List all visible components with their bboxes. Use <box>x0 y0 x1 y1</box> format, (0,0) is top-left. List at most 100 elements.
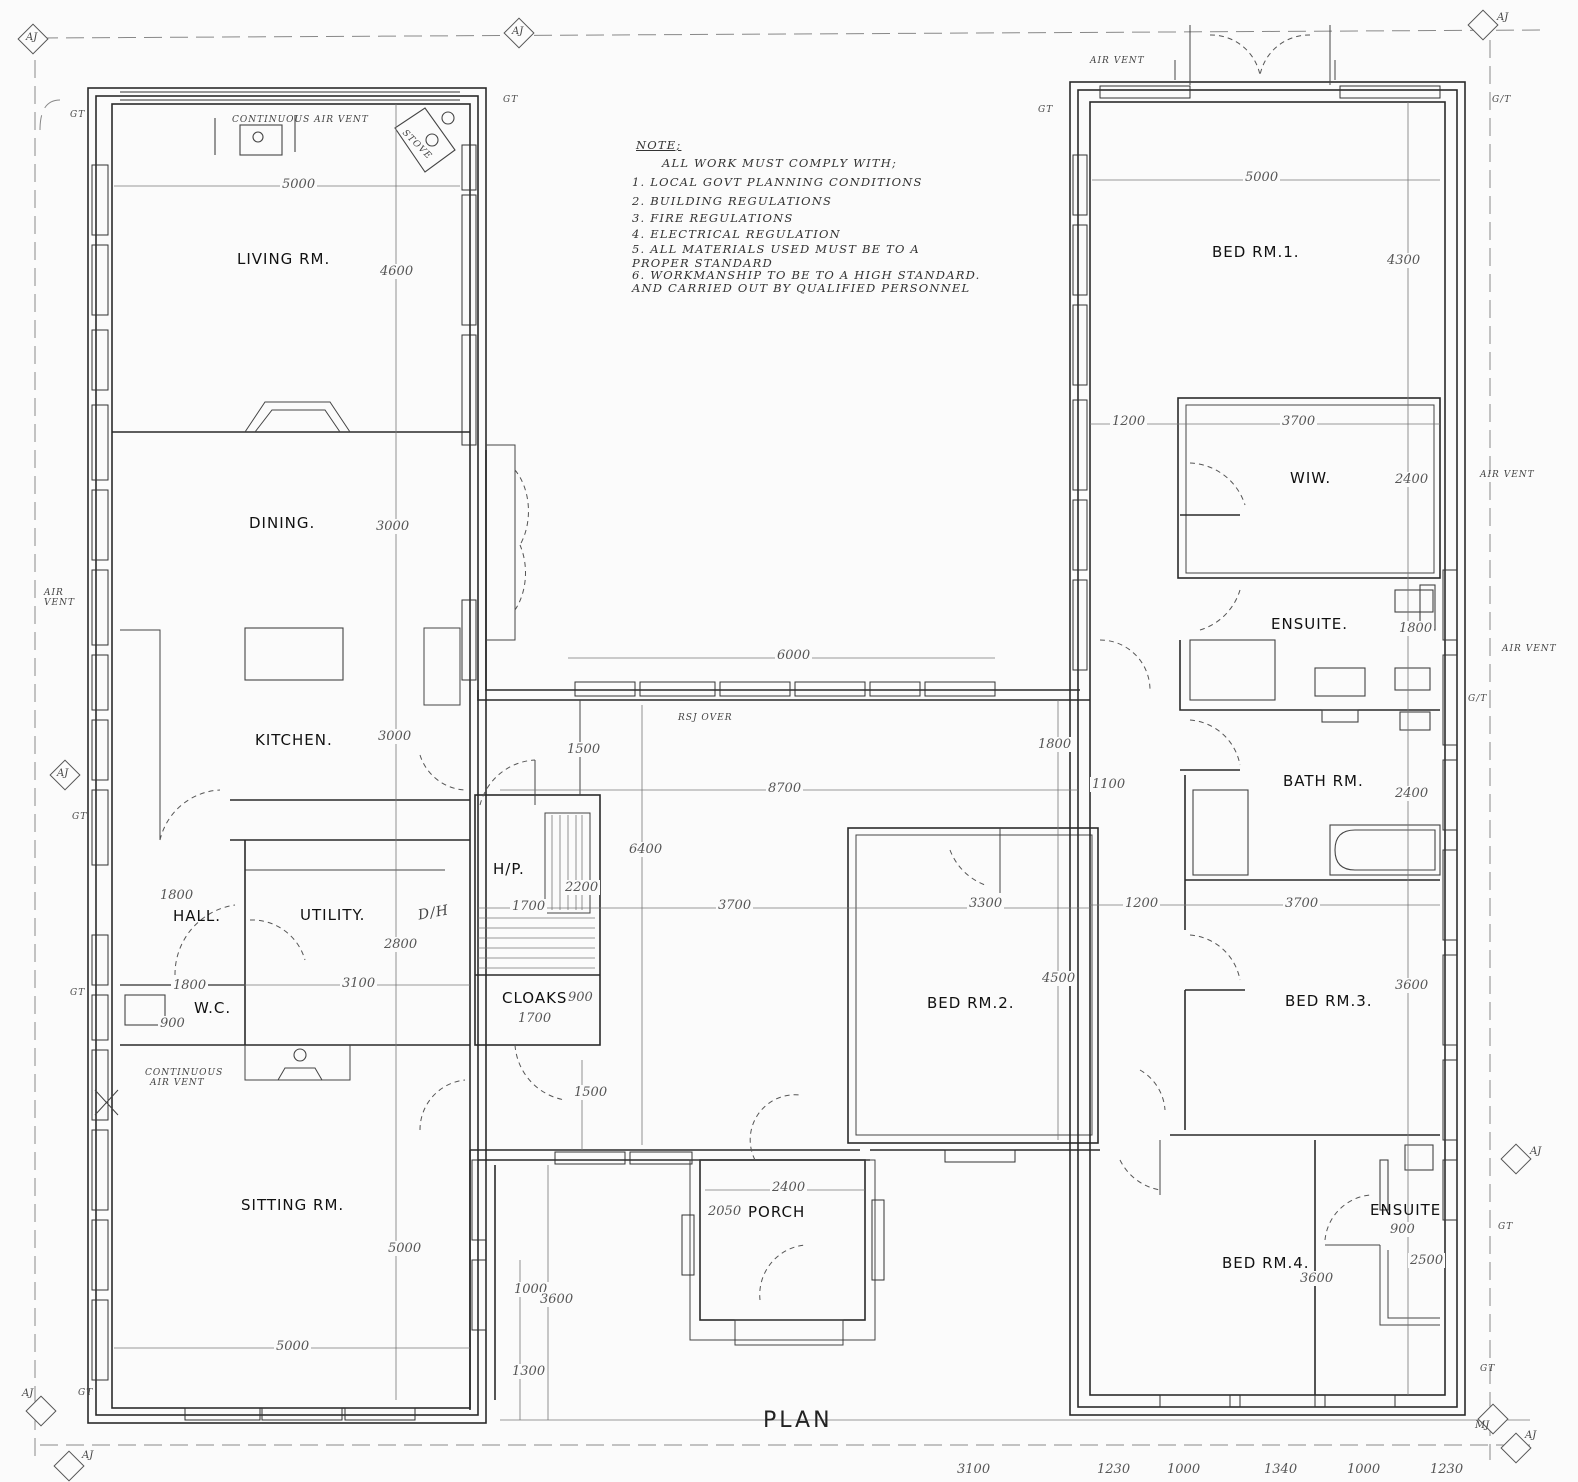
aj-label-top-center: AJ <box>512 26 524 37</box>
gt-label-top-center: GT <box>503 95 519 105</box>
room-label-bed1: BED RM.1. <box>1212 243 1300 261</box>
left-wing-walls <box>87 87 487 1424</box>
dim-bed3-width: 3700 <box>1283 896 1321 911</box>
dim-cloaks-width: 1700 <box>516 1011 554 1026</box>
dim-cloaks-depth: 900 <box>566 990 595 1005</box>
dim-sitting-height: 5000 <box>386 1241 424 1256</box>
note-item-4: 4. ELECTRICAL REGULATION <box>632 227 841 241</box>
dim-sitting-width: 5000 <box>274 1339 312 1354</box>
room-label-bath: BATH RM. <box>1283 772 1364 790</box>
dim-corridor-1800: 1800 <box>1036 737 1074 752</box>
dim-wiw-width: 3700 <box>1280 414 1318 429</box>
notes-intro: ALL WORK MUST COMPLY WITH; <box>662 156 898 170</box>
gt-label-bottom-left: GT <box>78 1388 94 1398</box>
room-label-dining: DINING. <box>249 514 316 532</box>
dim-bed1-height: 4300 <box>1385 253 1423 268</box>
annotation-continuous-vent-top: CONTINUOUS AIR VENT <box>232 115 369 125</box>
room-label-hall: HALL. <box>173 907 222 925</box>
room-label-sitting: SITTING RM. <box>241 1196 345 1214</box>
mj-label-bottom-right: MJ <box>1475 1420 1490 1431</box>
gt-label-top-left: GT <box>70 110 86 120</box>
room-label-bed3: BED RM.3. <box>1285 992 1373 1010</box>
note-item-2: 2. BUILDING REGULATIONS <box>632 194 833 208</box>
dim-bottom-left: 3100 <box>955 1462 993 1477</box>
dim-dining-height: 3000 <box>374 519 412 534</box>
dim-wiw-height: 2400 <box>1393 472 1431 487</box>
gt-label-top-right: GT <box>1038 105 1054 115</box>
annotation-air-vent-right-2: AIR VENT <box>1502 644 1557 654</box>
dim-hall-main-height: 6400 <box>627 842 665 857</box>
dim-courtyard-width: 6000 <box>775 648 813 663</box>
dimension-lines <box>114 102 1530 1421</box>
room-label-bed2: BED RM.2. <box>927 994 1015 1012</box>
dim-bath-height: 2400 <box>1393 786 1431 801</box>
notes-heading: NOTE; <box>636 138 682 152</box>
dim-utility-width: 3100 <box>340 976 378 991</box>
dim-corridor-1200-mid: 1200 <box>1123 896 1161 911</box>
dim-bottom-2: 1000 <box>1165 1462 1203 1477</box>
room-label-ensuite2: ENSUITE <box>1370 1201 1442 1219</box>
note-item-1: 1. LOCAL GOVT PLANNING CONDITIONS <box>632 175 923 189</box>
room-label-cloaks: CLOAKS. <box>502 989 574 1007</box>
room-label-bed4: BED RM.4. <box>1222 1254 1310 1272</box>
annotation-continuous-vent-bottom-1: CONTINUOUS <box>145 1068 224 1078</box>
annotation-continuous-vent-bottom-2: AIR VENT <box>150 1078 205 1088</box>
aj-label-right-low: AJ <box>1530 1146 1542 1157</box>
gt-label-right-bottom: GT <box>1480 1364 1496 1374</box>
dim-wc-width: 1800 <box>171 978 209 993</box>
dim-living-width: 5000 <box>280 177 318 192</box>
room-label-porch: PORCH <box>748 1203 806 1221</box>
dim-bed2-height: 4500 <box>1040 971 1078 986</box>
dim-hall-main-width: 8700 <box>766 781 804 796</box>
dim-stair-height: 2200 <box>563 880 601 895</box>
dim-wc-depth: 900 <box>158 1016 187 1031</box>
dim-ensuite2-height: 2500 <box>1408 1253 1446 1268</box>
note-item-5-cont: PROPER STANDARD <box>632 256 773 270</box>
dim-bed1-width: 5000 <box>1243 170 1281 185</box>
dim-ensuite1-height: 1800 <box>1397 621 1435 636</box>
room-label-ensuite1: ENSUITE. <box>1271 615 1349 633</box>
gt-label-left-mid: GT <box>72 812 88 822</box>
aj-label-bottom-left: AJ <box>22 1388 34 1399</box>
dim-bottom-5: 1230 <box>1428 1462 1466 1477</box>
annotation-rsj-over: RSJ OVER <box>678 713 733 723</box>
dim-corridor-1200-top: 1200 <box>1110 414 1148 429</box>
room-label-wc: W.C. <box>194 999 232 1017</box>
note-item-5: 5. ALL MATERIALS USED MUST BE TO A <box>632 242 920 256</box>
right-wing-walls <box>1069 25 1466 1416</box>
aj-label-left-mid: AJ <box>57 768 69 779</box>
dim-stair-top: 1500 <box>565 742 603 757</box>
corridor-doors <box>1099 639 1166 1111</box>
dim-bottom-4: 1000 <box>1345 1462 1383 1477</box>
gt-label-right-mid: G/T <box>1468 694 1488 704</box>
annotation-air-vent-left: AIR VENT <box>44 588 75 608</box>
aj-label-bottom-left-2: AJ <box>82 1450 94 1461</box>
room-label-hp: H/P. <box>493 860 525 878</box>
aj-label-top-right: AJ <box>1497 12 1509 23</box>
dim-hp-width: 1700 <box>510 899 548 914</box>
gt-label-right-low: GT <box>1498 1222 1514 1232</box>
dim-porch-width: 2400 <box>770 1180 808 1195</box>
room-label-utility: UTILITY. <box>300 906 366 924</box>
boundary-lines <box>34 29 1541 1460</box>
dim-porch-depth: 2050 <box>706 1204 744 1219</box>
note-item-6: 6. WORKMANSHIP TO BE TO A HIGH STANDARD. <box>632 268 981 282</box>
dim-left-1300: 1300 <box>510 1364 548 1379</box>
dim-left-3600: 3600 <box>538 1292 576 1307</box>
dim-bottom-3: 1340 <box>1262 1462 1300 1477</box>
annotation-air-vent-top-right: AIR VENT <box>1090 56 1145 66</box>
dim-utility-height: 2800 <box>382 937 420 952</box>
aj-label-top-left: AJ <box>26 32 38 43</box>
dim-hall-main-mid: 3700 <box>716 898 754 913</box>
bedroom2-walls <box>847 827 1100 1163</box>
central-walls <box>469 444 1090 1410</box>
dim-living-height: 4600 <box>378 264 416 279</box>
annotation-air-vent-right-1: AIR VENT <box>1480 470 1535 480</box>
dim-hall-width: 1800 <box>158 888 196 903</box>
dim-bed4-width: 3600 <box>1298 1271 1336 1286</box>
dim-porch-entry: 1500 <box>572 1085 610 1100</box>
aj-label-bottom-right: AJ <box>1525 1430 1537 1441</box>
dim-kitchen-height: 3000 <box>376 729 414 744</box>
room-label-living: LIVING RM. <box>237 250 331 268</box>
gt-label-left-low: GT <box>70 988 86 998</box>
